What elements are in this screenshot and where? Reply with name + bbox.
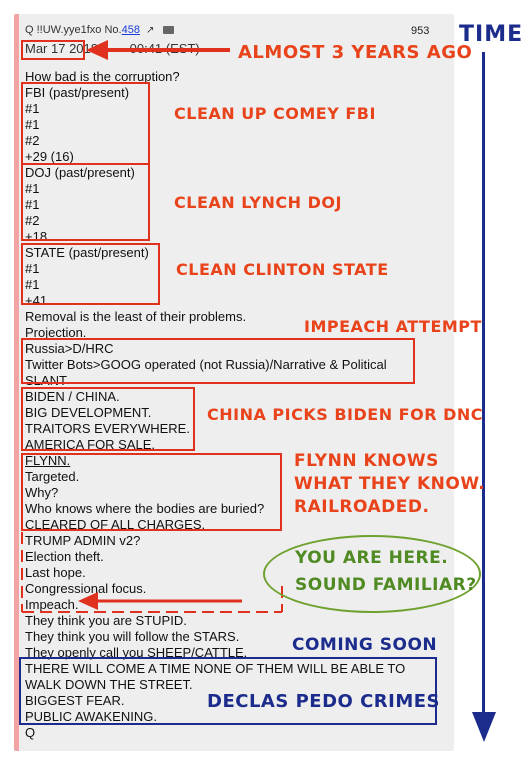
annotation-flynn-3: RAILROADED.: [294, 497, 430, 517]
post-line: They think you will follow the STARS.: [25, 629, 240, 644]
post-line: DOJ (past/present): [25, 165, 135, 180]
post-line: They openly call you SHEEP/CATTLE.: [25, 645, 248, 660]
post-line: How bad is the corruption?: [25, 69, 180, 84]
folder-icon[interactable]: [163, 26, 174, 34]
post-line: WALK DOWN THE STREET.: [25, 677, 193, 692]
russia-highlight-box: [21, 338, 415, 384]
post-line: #1: [25, 261, 40, 276]
post-line: BIDEN / CHINA.: [25, 389, 120, 404]
post-line: They think you are STUPID.: [25, 613, 187, 628]
annotation-flynn-2: WHAT THEY KNOW.: [294, 474, 486, 494]
post-line: #1: [25, 181, 40, 196]
post-author: Q !!UW.yye1fxo No.: [25, 24, 122, 36]
time-axis-line: [482, 52, 485, 712]
annotation-sound-familiar: SOUND FAMILIAR?: [295, 575, 477, 595]
post-line: Congressional focus.: [25, 581, 147, 596]
declas-highlight-box: [19, 657, 437, 725]
external-link-icon[interactable]: ↗: [146, 25, 155, 36]
annotation-flynn-1: FLYNN KNOWS: [294, 451, 439, 471]
post-date-day: Mar 17 2018: [25, 41, 98, 56]
post-line: THERE WILL COME A TIME NONE OF THEM WILL…: [25, 661, 406, 676]
annotation-china: CHINA PICKS BIDEN FOR DNC: [207, 405, 483, 424]
annotation-coming-soon: COMING SOON: [292, 635, 438, 655]
date-arrow-head: [86, 40, 108, 60]
annotation-lynch: CLEAN LYNCH DOJ: [174, 193, 342, 212]
doj-highlight-box: [21, 163, 150, 241]
state-highlight-box: [21, 243, 160, 305]
post-line: Projection.: [25, 325, 87, 340]
annotation-you-are-here: YOU ARE HERE.: [295, 548, 449, 568]
post-number-link[interactable]: 458: [121, 24, 140, 36]
reply-count: 953: [411, 25, 430, 37]
post-line: #1: [25, 277, 40, 292]
annotation-almost-3-years: ALMOST 3 YEARS AGO: [238, 42, 473, 63]
impeach-arrow-head: [78, 592, 98, 610]
china-highlight-box: [21, 387, 195, 451]
annotation-comey: CLEAN UP COMEY FBI: [174, 104, 376, 123]
post-line: AMERICA FOR SALE.: [25, 437, 156, 452]
date-highlight-box: [21, 40, 85, 60]
post-line: FBI (past/present): [25, 85, 130, 100]
time-axis-label: TIME: [459, 22, 524, 47]
post-line: Why?: [25, 485, 59, 500]
post-line: Russia>D/HRC: [25, 341, 114, 356]
post-line: FLYNN.: [25, 453, 71, 468]
time-axis-arrow-icon: [472, 712, 496, 742]
post-line: #1: [25, 197, 40, 212]
post-line: Last hope.: [25, 565, 86, 580]
post-line: TRUMP ADMIN v2?: [25, 533, 141, 548]
post-line: TRAITORS EVERYWHERE.: [25, 421, 190, 436]
post-line: BIG DEVELOPMENT.: [25, 405, 152, 420]
post-line: Removal is the least of their problems.: [25, 309, 247, 324]
post-line: CLEARED OF ALL CHARGES.: [25, 517, 206, 532]
post-line: Targeted.: [25, 469, 80, 484]
post-line: #2: [25, 133, 40, 148]
post-line: BIGGEST FEAR.: [25, 693, 125, 708]
annotation-impeach: IMPEACH ATTEMPT: [304, 317, 482, 336]
annotation-clinton: CLEAN CLINTON STATE: [176, 260, 389, 279]
post-line: #2: [25, 213, 40, 228]
annotation-declas: DECLAS PEDO CRIMES: [207, 691, 441, 712]
post-signature: Q: [25, 725, 36, 740]
flynn-highlight-box: [21, 453, 282, 531]
post-line: #1: [25, 117, 40, 132]
you-are-here-ellipse: [263, 535, 481, 613]
post-line: +29 (16): [25, 149, 74, 164]
post-line: STATE (past/present): [25, 245, 149, 260]
post-header: Q !!UW.yye1fxo No.458: [25, 24, 140, 36]
post-line: Who knows where the bodies are buried?: [25, 501, 265, 516]
post-line: SLANT: [25, 373, 67, 388]
post-line: Election theft.: [25, 549, 104, 564]
post-line: #1: [25, 101, 40, 116]
post-line: Impeach.: [25, 597, 79, 612]
post-line: Twitter Bots>GOOG operated (not Russia)/…: [25, 357, 387, 372]
post-line: PUBLIC AWAKENING.: [25, 709, 157, 724]
